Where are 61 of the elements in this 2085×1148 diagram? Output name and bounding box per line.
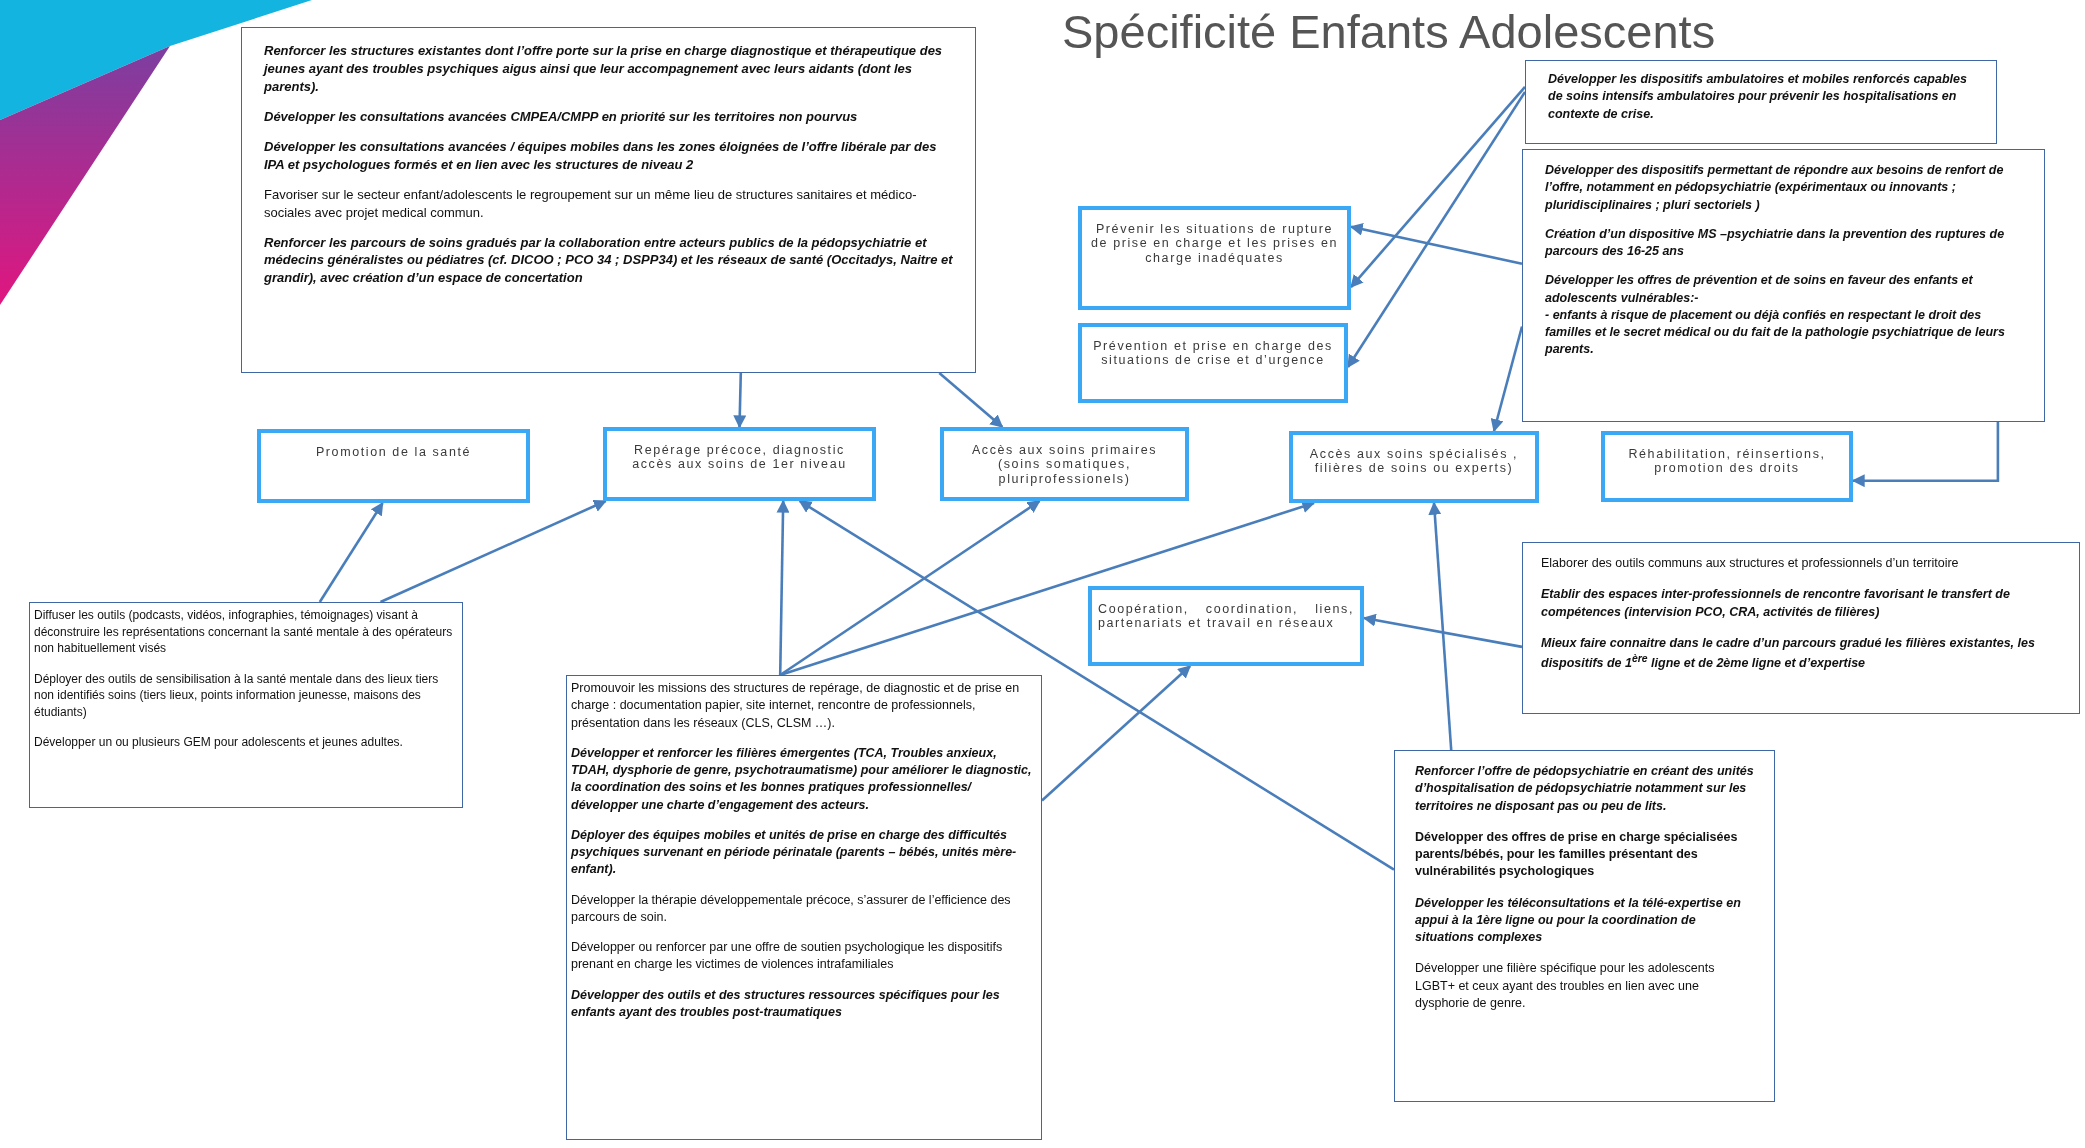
arrow (798, 499, 1395, 871)
category-label: Prévenir les situations de rupture de prise en charge et les prises en charge inadéquates (1089, 222, 1340, 266)
category-label: Promotion de la santé (315, 445, 472, 460)
category-box (603, 427, 876, 501)
arrow (379, 499, 607, 604)
action-text: Diffuser les outils (podcasts, vidéos, infographies, témoignages) visant à déconstruire les représentations concernant la santé mentale à des opérateurs non habituellement visés (34, 607, 454, 657)
arrow (776, 499, 790, 676)
arrow (1350, 86, 1526, 289)
action-text: Développer les dispositifs ambulatoires et mobiles renforcés capables de soins intensifs ambulatoires pour prévenir les hospitalisations en contexte de crise. (1548, 71, 1968, 123)
action-text: Déployer des outils de sensibilisation à la santé mentale dans des lieux tiers non identifiés soins (tiers lieux, points information jeunesse, maisons des étudiants) (34, 670, 440, 721)
category-label: Repérage précoce, diagnostic accès aux soins de 1er niveau (631, 443, 848, 472)
action-list-box (1522, 149, 2045, 422)
action-text: Elaborer des outils communs aux structures et professionnels d’un territoire (1541, 555, 1960, 572)
action-text: Etablir des espaces inter-professionnels de rencontre favorisant le transfert de compétences (intervision PCO, CRA, activités de filières) (1541, 586, 2011, 621)
action-text: - enfants à risque de placement ou déjà confiés en respectant le droit des familles et le secret médical ou du fait de la pathologie psychiatrique de leurs parents. (1545, 306, 2006, 359)
action-text: Développer des outils et des structures ressources spécifiques pour les enfants ayant des troubles post-traumatiques (571, 986, 1001, 1021)
category-label: Coopération, coordination, liens, partenariats et travail en réseaux (1098, 602, 1354, 631)
action-list-box (1522, 542, 2080, 714)
action-text: Renforcer les structures existantes dont l’offre porte sur la prise en charge diagnostique et thérapeutique des jeunes ayant des troubles psychiques aigus ainsi que leur accompagnement avec leurs aidants (dont les parents). (264, 42, 944, 96)
action-text: Développer des offres de prise en charge spécialisées parents/bébés, pour les familles présentant des vulnérabilités psychologiques (1415, 828, 1739, 881)
category-box (1601, 431, 1853, 502)
category-label: Accès aux soins primaires (soins somatiques, pluriprofessionels) (970, 443, 1159, 487)
category-box (1078, 323, 1348, 403)
category-box (257, 429, 530, 503)
action-text: Développer des dispositifs permettant de répondre aux besoins de renfort de l’offre, notamment en pédopsychiatrie (expérimentaux ou innovants ; pluridisciplinaires ; pluri sectoriels ) (1545, 162, 2005, 214)
arrow (938, 372, 1004, 428)
action-text: Renforcer les parcours de soins gradués par la collaboration entre acteurs publics de la pédopsychiatrie et médecins généralistes ou pédiatres (cf. DICOO ; PCO 34 ; DSPP34) et les réseaux de santé (Occitadys, Naitre et grandir), avec création d’un espace de concertation (264, 233, 953, 288)
action-text: Mieux faire connaitre dans le cadre d’un parcours gradué les filières existantes, les dispositifs de 1$^{ère}$ ligne et de 2ème ligne et d’expertise (1541, 634, 2036, 673)
category-box (1078, 206, 1351, 310)
diagram-title: Spécificité Enfants Adolescents (1062, 4, 1716, 59)
action-text: Développer et renforcer les filières émergentes (TCA, Troubles anxieux, TDAH, dysphorie de genre, psychotraumatisme) pour améliorer le diagnostic, la coordination des soins et les bonnes pratiques professionnelles/ développer une charte d’engagement des acteurs. (571, 744, 1033, 814)
arrow (1041, 665, 1192, 802)
action-text: Promouvoir les missions des structures de repérage, de diagnostic et de prise en charge : documentation papier, site internet, rencontre de professionnels, présentation dans les réseaux (CLS, CLSM …). (571, 680, 1021, 732)
action-list-box (29, 602, 463, 808)
category-box (940, 427, 1189, 501)
category-label: Réhabilitation, réinsertions, promotion des droits (1627, 447, 1827, 476)
action-text: Développer la thérapie développementale précoce, s’assurer de l’efficience des parcours de soin. (571, 891, 1012, 926)
action-list-box (241, 27, 976, 373)
action-list-box (1394, 750, 1775, 1102)
action-text: Développer ou renforcer par une offre de soutien psychologique les dispositifs prenant en charge les victimes de violences intrafamiliales (571, 939, 1004, 974)
action-text: Développer les consultations avancées / équipes mobiles dans les zones éloignées de l’offre libérale par des IPA et psychologues formés et en lien avec les structures de niveau 2 (264, 137, 938, 174)
action-text: Déployer des équipes mobiles et unités de prise en charge des difficultés psychiques survenant en période périnatale (parents – bébés, unités mère-enfant). (571, 826, 1018, 879)
arrow (1428, 501, 1453, 751)
action-text: Création d’un dispositive MS –psychiatrie dans la prevention des ruptures de parcours des 16-25 ans (1545, 225, 2006, 260)
action-text: Développer un ou plusieurs GEM pour adolescents et jeunes adultes. (34, 734, 404, 751)
category-label: Prévention et prise en charge des situations de crise et d’urgence (1092, 339, 1334, 368)
category-box (1289, 431, 1539, 503)
action-text: Développer les offres de prévention et de soins en faveur des enfants et adolescents vulnérables:- (1545, 272, 1974, 307)
arrow (733, 372, 747, 429)
action-text: Renforcer l’offre de pédopsychiatrie en créant des unités d’hospitalisation de pédopsychiatrie notamment sur les territoires ne disposant pas ou peu de lits. (1415, 763, 1754, 815)
arrow (779, 499, 1041, 677)
action-list-box (1525, 60, 1997, 144)
category-label: Accès aux soins spécialisés , filières de soins ou experts) (1308, 447, 1520, 476)
action-text: Développer les consultations avancées CMPEA/CMPP en priorité sur les territoires non pourvus (264, 107, 859, 126)
action-text: Développer une filière spécifique pour les adolescents LGBT+ et ceux ayant des troubles en lien avec une dysphorie de genre. (1415, 960, 1716, 1012)
action-list-box (566, 675, 1042, 1140)
action-text: Favoriser sur le secteur enfant/adolescents le regroupement sur un même lieu de structures sanitaires et médico-sociales avec projet medical commun. (264, 185, 918, 222)
action-text: Développer les téléconsultations et la télé-expertise en appui à la 1ère ligne ou pour la coordination de situations complexes (1415, 894, 1742, 946)
arrow (1490, 326, 1524, 433)
arrow (318, 501, 384, 603)
category-box (1088, 586, 1364, 666)
